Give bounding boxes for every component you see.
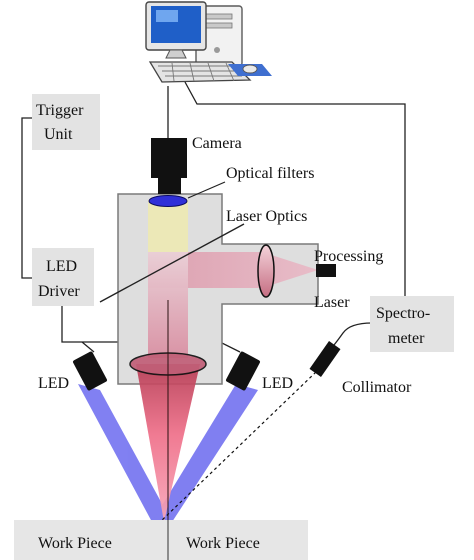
- trigger-unit-box: [32, 94, 100, 150]
- processing-laser-source: [316, 264, 336, 277]
- right-led: [226, 351, 260, 391]
- processing-laser-beam: [148, 252, 318, 288]
- led-driver-box: [32, 248, 94, 306]
- optical-filter-pointer: [187, 181, 226, 199]
- processing-laser-label: Processing: [314, 248, 383, 265]
- work-piece-right: [168, 520, 308, 560]
- led-illumination-beams: [78, 384, 258, 522]
- spectrometer-computer-wire: [184, 81, 406, 298]
- left-led-beam: [78, 384, 172, 522]
- led-driver-label: Driver: [38, 283, 80, 300]
- collimator: [309, 341, 341, 377]
- collimating-lens: [257, 244, 275, 298]
- right-led-label: LED: [262, 375, 293, 392]
- desktop-computer-icon: [145, 1, 272, 83]
- trigger-led-driver-wire: [21, 117, 34, 279]
- processing-laser-label: Laser: [314, 294, 350, 311]
- trigger-unit-label: Unit: [44, 126, 73, 143]
- left-led-label: LED: [38, 375, 69, 392]
- laser-optics-label: Laser Optics: [226, 208, 307, 225]
- camera-label: Camera: [192, 135, 242, 152]
- work-piece-left: [14, 520, 168, 560]
- spectrometer-label: Spectro-: [376, 305, 430, 322]
- spectrometer-collimator-fiber: [333, 322, 373, 346]
- collimator-view-line: [159, 371, 317, 523]
- left-led: [73, 351, 107, 391]
- work-piece-left-label: Work Piece: [38, 535, 112, 552]
- dichroic-mirror: [99, 223, 245, 303]
- optical-filter: [148, 195, 188, 207]
- camera-lens-barrel: [158, 176, 181, 194]
- led-driver-left-led-wire: [81, 341, 95, 353]
- trigger-unit-label: Trigger: [36, 102, 84, 119]
- optical-filters-label: Optical filters: [226, 165, 314, 182]
- spectrometer-label: meter: [388, 330, 425, 347]
- spectrometer-box: [370, 296, 454, 352]
- connection-wires: [21, 81, 406, 353]
- camera-body: [151, 138, 187, 178]
- collimator-label: Collimator: [342, 379, 412, 396]
- work-piece-right-label: Work Piece: [186, 535, 260, 552]
- right-led-beam: [152, 384, 258, 522]
- led-driver-label: LED: [46, 258, 77, 275]
